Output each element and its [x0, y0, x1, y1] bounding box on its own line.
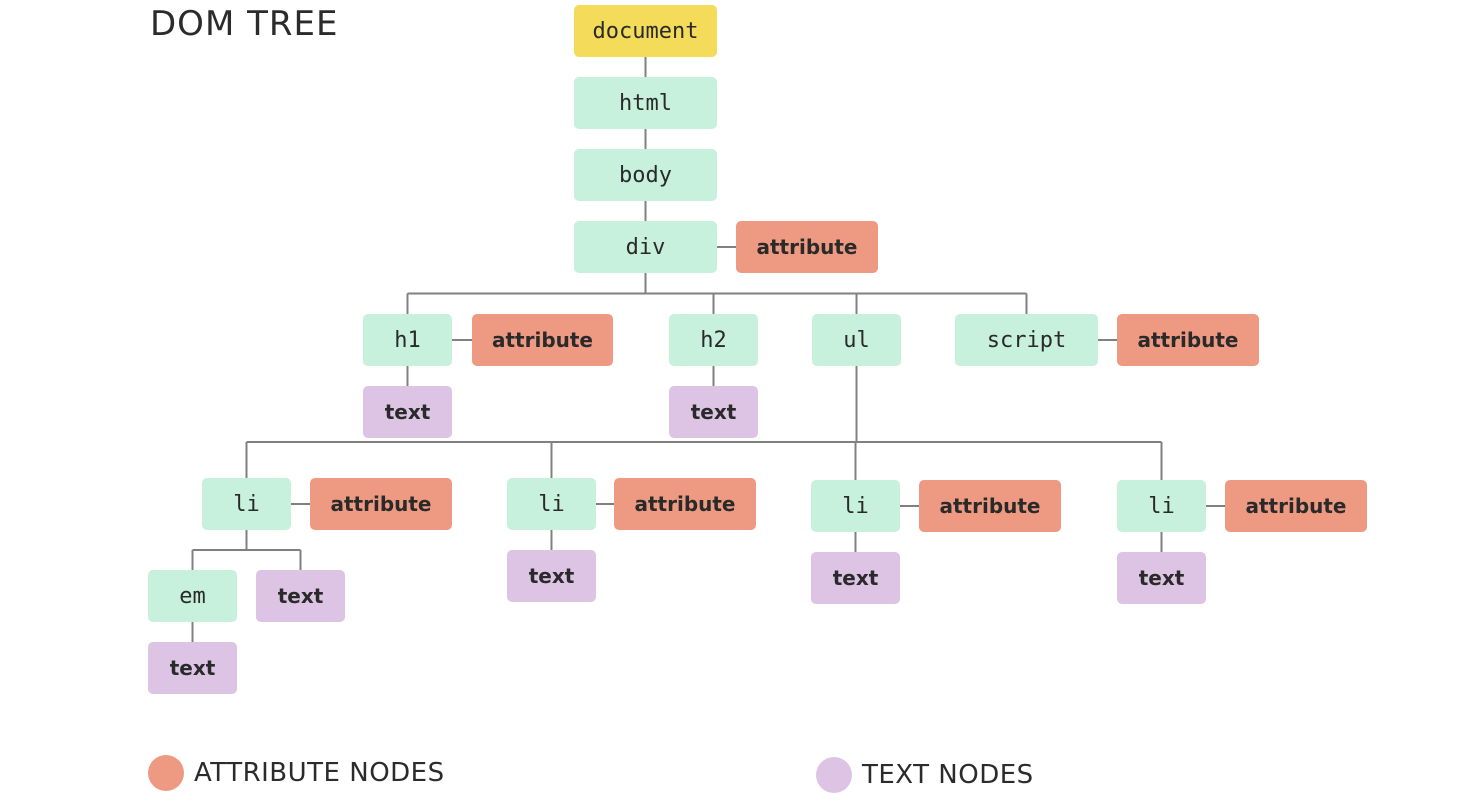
node-em: em: [148, 570, 237, 622]
node-li2: li: [507, 478, 596, 530]
node-li3-text: text: [811, 552, 900, 604]
node-li1-text: text: [256, 570, 345, 622]
node-li2-attr: attribute: [614, 478, 756, 530]
node-script-attr: attribute: [1117, 314, 1259, 366]
node-h1-attr: attribute: [472, 314, 613, 366]
node-html: html: [574, 77, 717, 129]
legend-text-nodes: TEXT NODES: [816, 757, 1034, 793]
node-li2-text: text: [507, 550, 596, 602]
node-li4-text: text: [1117, 552, 1206, 604]
legend-attribute-nodes: ATTRIBUTE NODES: [148, 755, 445, 791]
node-h2: h2: [669, 314, 758, 366]
node-div: div: [574, 221, 717, 273]
node-li4: li: [1117, 480, 1206, 532]
legend-text-label: TEXT NODES: [862, 760, 1034, 790]
node-ul: ul: [812, 314, 901, 366]
node-em-text: text: [148, 642, 237, 694]
legend-attribute-label: ATTRIBUTE NODES: [194, 758, 445, 788]
diagram-title: DOM TREE: [150, 4, 339, 44]
node-h1: h1: [363, 314, 452, 366]
node-div-attr: attribute: [736, 221, 878, 273]
node-script: script: [955, 314, 1098, 366]
node-li3-attr: attribute: [919, 480, 1061, 532]
node-li1-attr: attribute: [310, 478, 452, 530]
node-li3: li: [811, 480, 900, 532]
node-document: document: [574, 5, 717, 57]
node-body: body: [574, 149, 717, 201]
node-li1: li: [202, 478, 291, 530]
node-li4-attr: attribute: [1225, 480, 1367, 532]
text-swatch-icon: [816, 757, 852, 793]
node-h2-text: text: [669, 386, 758, 438]
attribute-swatch-icon: [148, 755, 184, 791]
node-h1-text: text: [363, 386, 452, 438]
